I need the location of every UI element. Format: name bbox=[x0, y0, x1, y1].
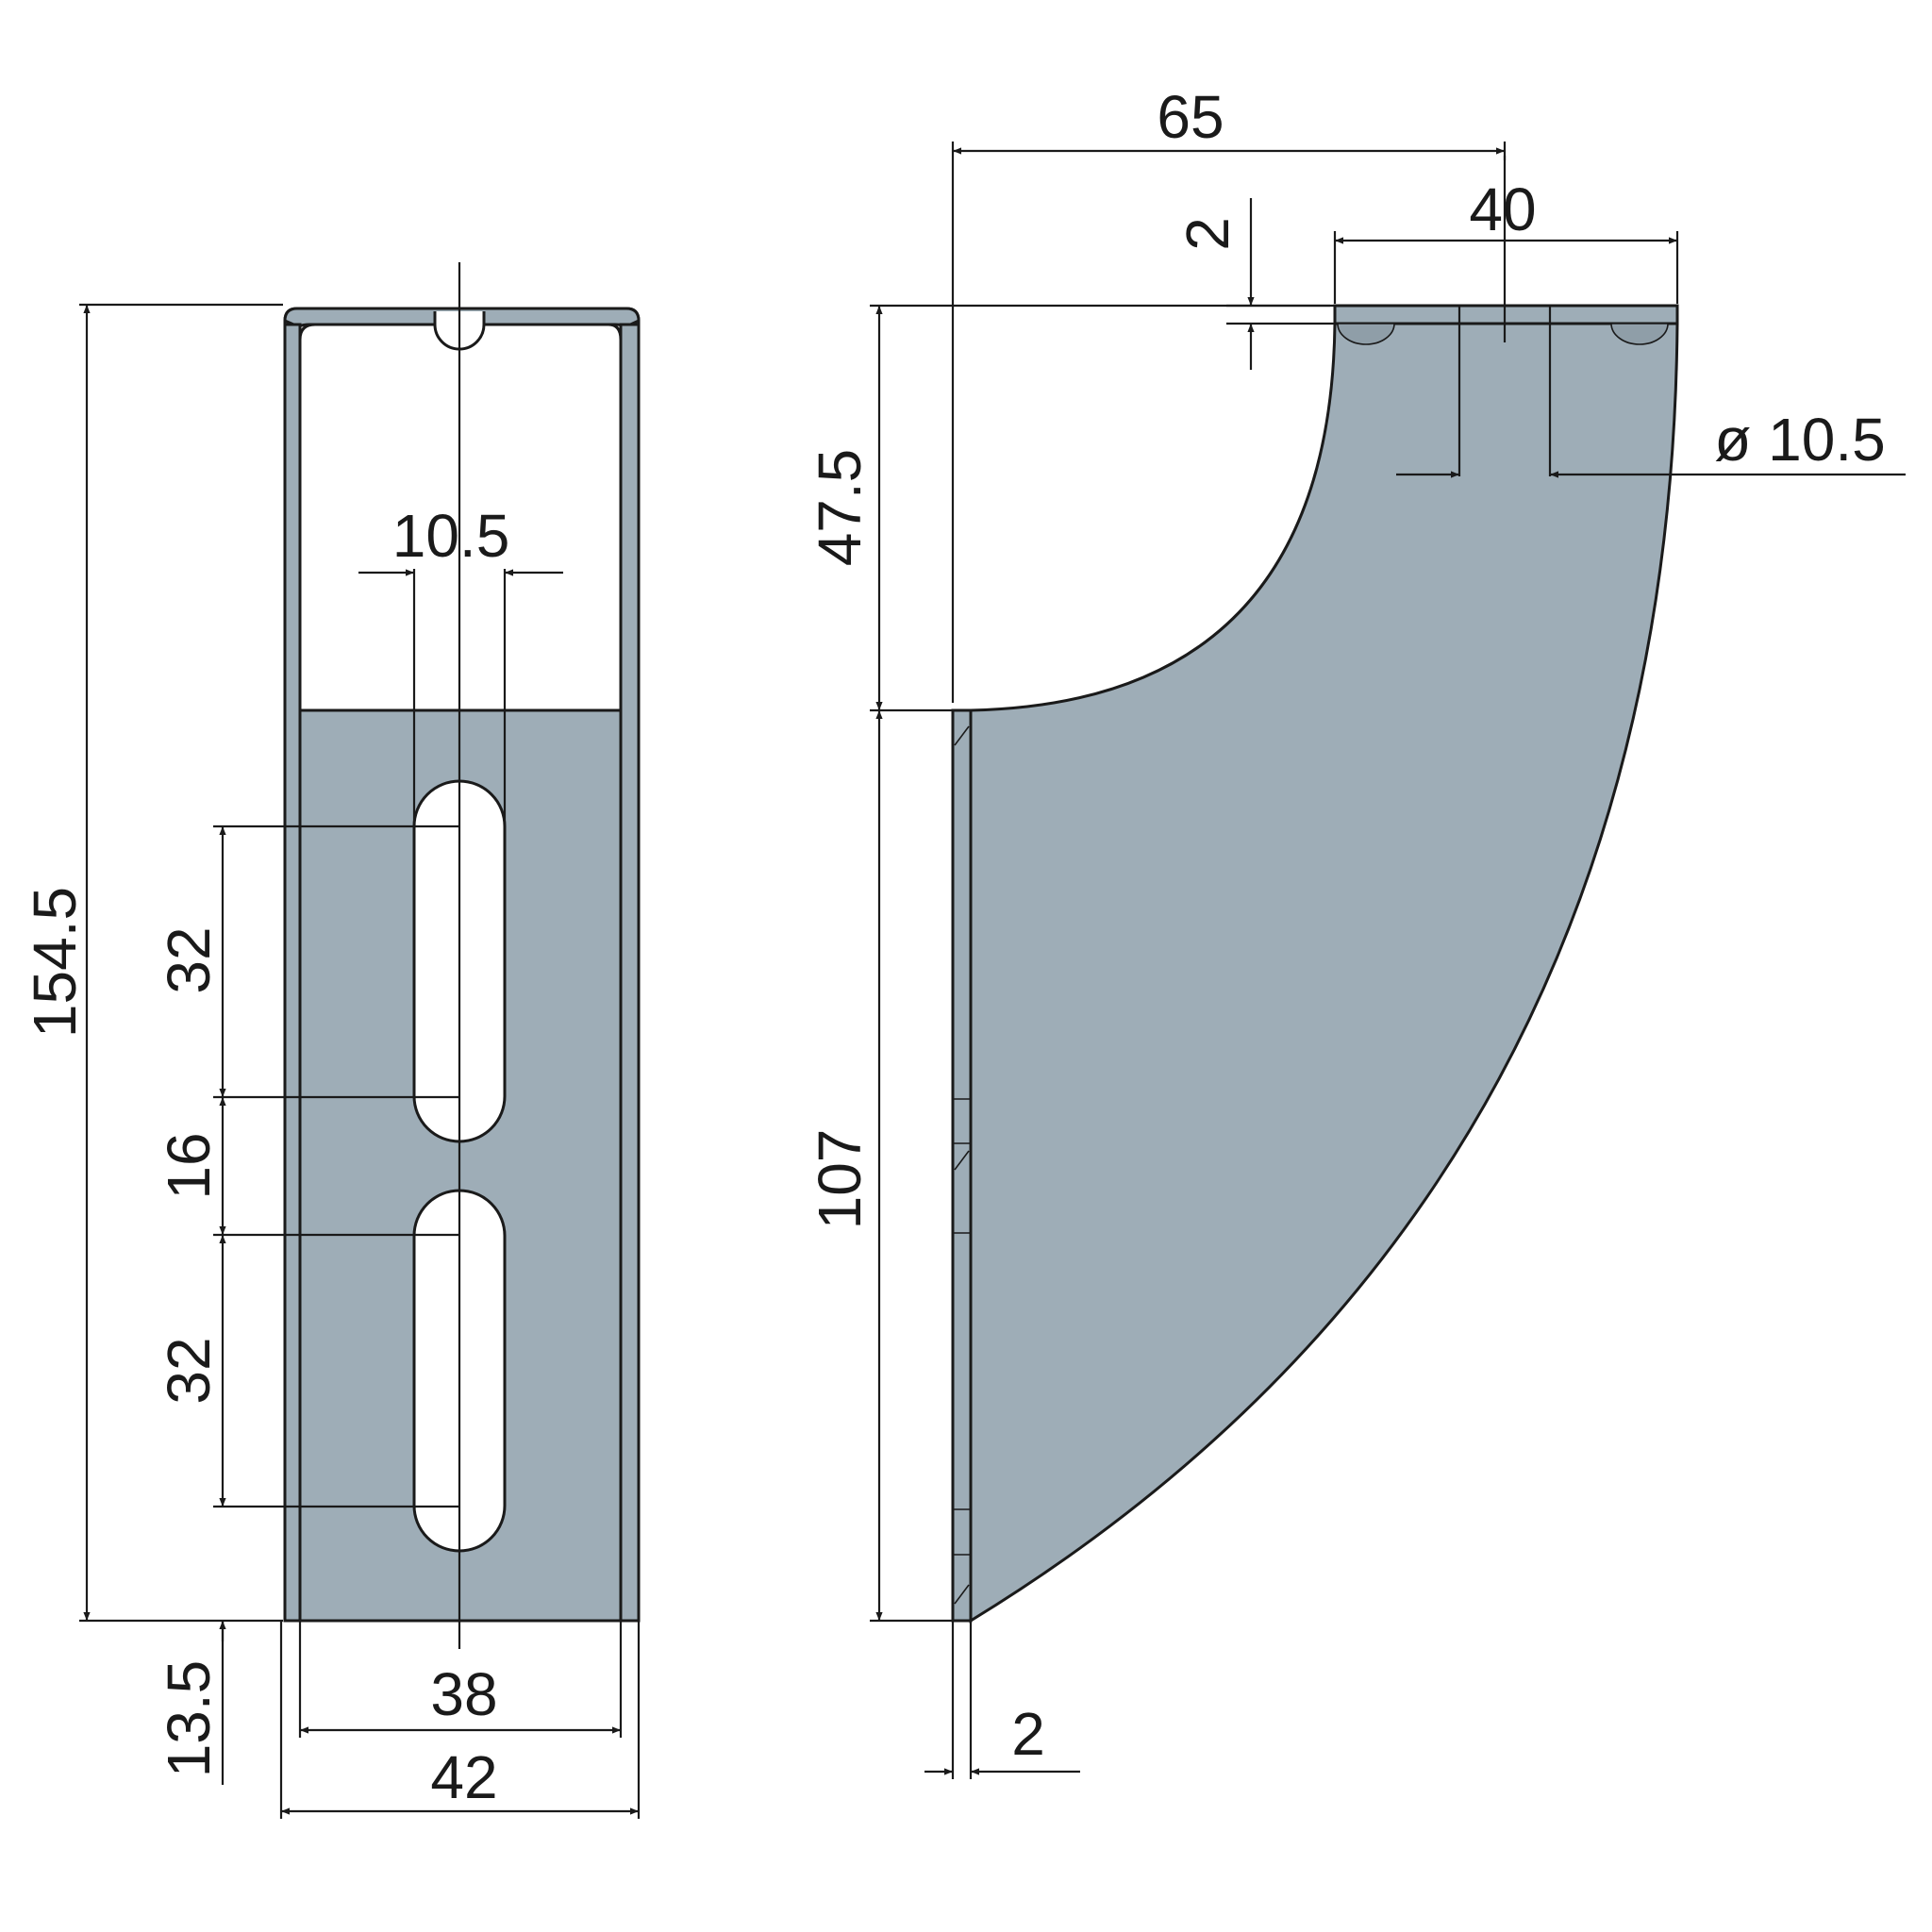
side-flange bbox=[1333, 304, 1679, 325]
dim-flange-length-text: 40 bbox=[1469, 175, 1536, 243]
side-weld-right bbox=[1610, 323, 1669, 345]
dim-bottom-offset: 13.5 bbox=[155, 1621, 226, 1785]
side-view: 65 40 2 47.5 107 bbox=[806, 83, 1906, 1779]
dim-flange-thickness-text: 2 bbox=[1174, 217, 1241, 251]
front-left-wall bbox=[283, 323, 302, 1623]
dim-slot-width: 10.5 bbox=[358, 502, 563, 830]
dim-slot-gap-text: 16 bbox=[155, 1132, 223, 1199]
side-wall-hatch bbox=[953, 725, 971, 1605]
dim-total-height-text: 154.5 bbox=[21, 887, 89, 1038]
dim-wall-thickness: 2 bbox=[924, 1621, 1080, 1779]
dim-overall-depth-text: 65 bbox=[1157, 83, 1224, 151]
dim-overall-depth: 65 bbox=[951, 83, 1507, 703]
dim-flange-length: 40 bbox=[1333, 175, 1679, 304]
dim-bottom-offset-text: 13.5 bbox=[155, 1660, 223, 1778]
dim-outer-width-text: 42 bbox=[430, 1743, 497, 1811]
dim-wall-thickness-text: 2 bbox=[1011, 1700, 1045, 1768]
dim-hole-diameter: ø 10.5 bbox=[1396, 406, 1906, 478]
side-weld-left bbox=[1337, 323, 1395, 345]
dim-flange-thickness: 2 bbox=[1174, 198, 1335, 370]
dim-slot-lower-text: 32 bbox=[155, 1337, 223, 1404]
dim-outer-width: 42 bbox=[279, 1621, 641, 1819]
dim-inner-width-text: 38 bbox=[430, 1660, 497, 1728]
dim-slot-width-text: 10.5 bbox=[392, 502, 510, 570]
dim-slot-stack: 32 16 32 bbox=[155, 824, 459, 1508]
dim-slot-upper-text: 32 bbox=[155, 926, 223, 993]
dim-upper-height: 47.5 bbox=[806, 304, 1330, 712]
dim-hole-diameter-text: ø 10.5 bbox=[1714, 406, 1885, 474]
side-gusset bbox=[969, 322, 1679, 1624]
dim-total-height: 154.5 bbox=[21, 303, 283, 1623]
front-right-wall bbox=[619, 323, 641, 1623]
dim-inner-width: 38 bbox=[298, 1621, 623, 1738]
dim-lower-height-text: 107 bbox=[806, 1129, 874, 1230]
dim-lower-height: 107 bbox=[806, 710, 953, 1623]
dim-upper-height-text: 47.5 bbox=[806, 449, 874, 567]
side-wall bbox=[951, 708, 973, 1623]
front-view: 154.5 10.5 32 16 32 13.5 bbox=[21, 262, 641, 1819]
